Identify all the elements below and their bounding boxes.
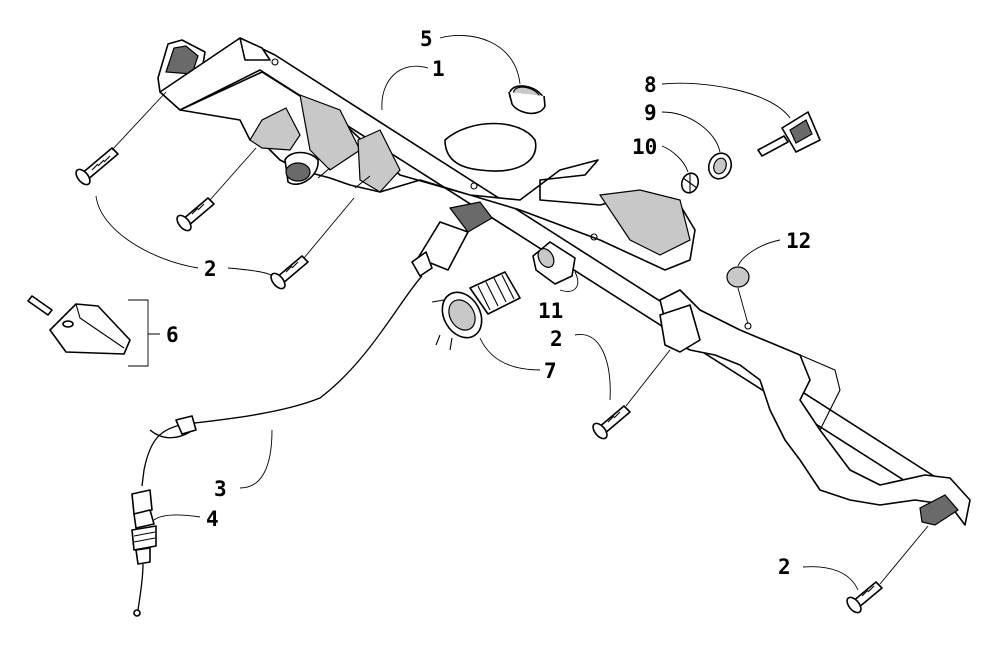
callout-7: 7 [544,359,557,383]
ignition-switch [431,271,521,351]
callout-6: 6 [166,323,179,347]
callout-6-bracket [128,299,160,367]
callout-labels: 1 2 2 2 3 4 5 6 7 8 9 10 11 12 [166,27,811,579]
callout-2-middle: 2 [550,327,563,351]
callout-8: 8 [644,73,657,97]
callout-3: 3 [214,477,227,501]
callout-2-left: 2 [204,257,217,281]
screw-middle-left [176,197,215,232]
screw-right-bottom [846,581,883,614]
bracket [27,295,131,355]
callout-10: 10 [632,135,657,159]
cable-fitting [411,201,493,277]
callout-12: 12 [786,229,811,253]
lock-nut [707,152,733,180]
callout-2-bottom: 2 [778,555,791,579]
washer [680,172,700,194]
cable [141,275,423,487]
screw-lower-left [270,255,309,290]
leader-lines [95,35,929,591]
callout-4: 4 [206,507,219,531]
callout-11: 11 [538,299,563,323]
grommet [508,85,546,115]
switch-boot [532,241,576,285]
console-housing [157,37,971,526]
callout-9: 9 [644,101,657,125]
plug [726,266,750,288]
screw-right-middle [592,405,631,440]
screw-upper-left [75,147,119,186]
callout-1: 1 [432,57,445,81]
cable-end-fitting [131,489,157,617]
callout-5: 5 [420,27,433,51]
key [757,111,821,157]
